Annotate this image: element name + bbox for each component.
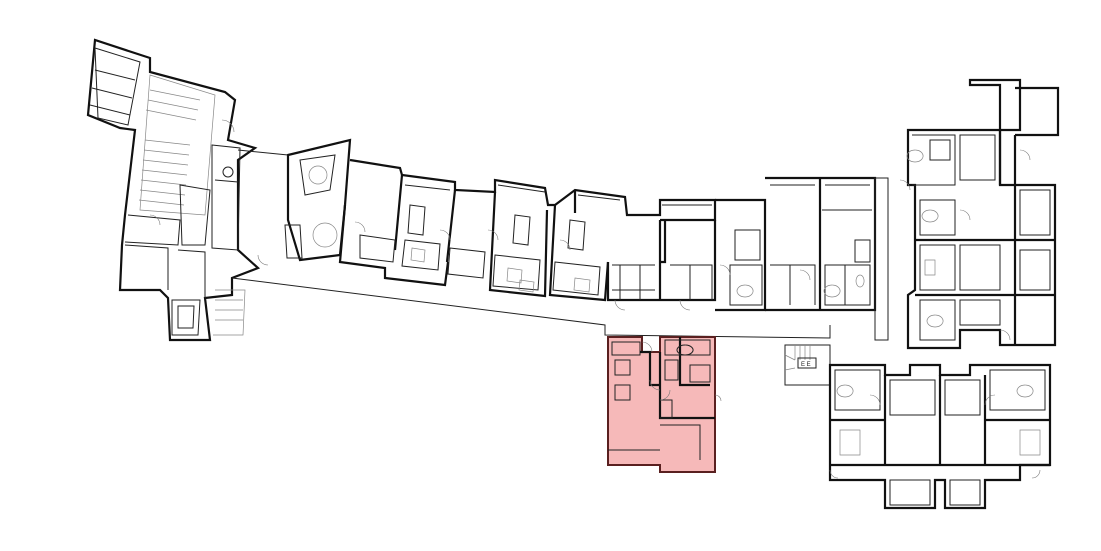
east-corridor xyxy=(874,177,889,341)
west-wing xyxy=(86,38,269,342)
southeast-building xyxy=(828,363,1052,510)
east-building xyxy=(899,78,1060,350)
stair: E E xyxy=(784,344,831,386)
stair-label: E E xyxy=(801,362,811,368)
lobby xyxy=(284,138,352,262)
main-corridor xyxy=(231,149,831,339)
highlighted-unit-fill[interactable] xyxy=(607,336,716,473)
highlighted-unit[interactable] xyxy=(607,336,722,473)
north-units xyxy=(338,158,877,312)
